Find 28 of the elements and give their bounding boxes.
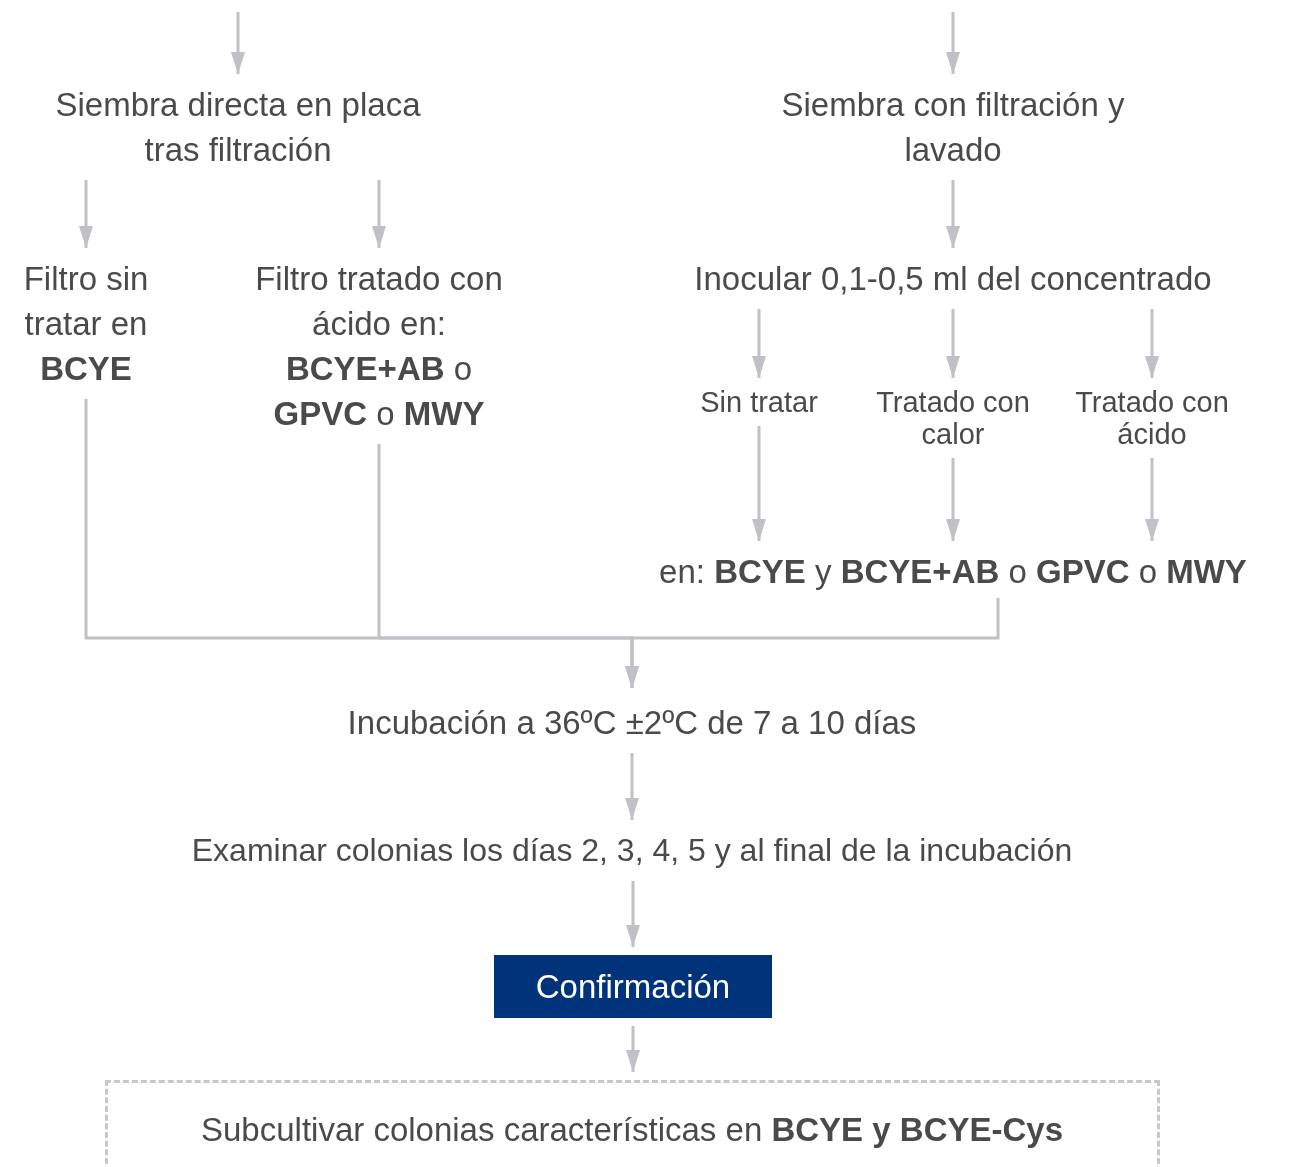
step-label: Incubación a 36ºC ±2ºC de 7 a 10 días (272, 700, 992, 745)
arrow (626, 1026, 640, 1072)
step-label: en: BCYE y BCYE+AB o GPVC o MWY (608, 549, 1298, 594)
step-label: Filtro tratado con ácido en: BCYE+AB o GPVC o MWY (248, 256, 510, 436)
step-label: Examinar colonias los días 2, 3, 4, 5 y al final de la incubación (72, 828, 1192, 873)
arrow (1145, 309, 1159, 378)
arrow (752, 309, 766, 378)
arrow (231, 12, 245, 74)
step-label: Inocular 0,1-0,5 ml del concentrado (623, 256, 1283, 301)
step-label: Siembra directa en placa tras filtración (28, 82, 448, 172)
arrow (625, 753, 639, 820)
arrow (1145, 458, 1159, 541)
step-label: Siembra con filtración y lavado (753, 82, 1153, 172)
arrow (752, 426, 766, 541)
arrow (946, 12, 960, 74)
arrow (946, 180, 960, 248)
step-label: Tratado con calor (868, 386, 1038, 450)
arrow (372, 180, 386, 248)
highlight-box: Confirmación (494, 955, 772, 1018)
dashed-box: Subcultivar colonias características en BCYE y BCYE-Cys (104, 1080, 1160, 1167)
step-label: Filtro sin tratar en BCYE (0, 256, 172, 391)
arrow (626, 881, 640, 947)
step-label: Sin tratar (674, 386, 844, 418)
arrow (946, 458, 960, 541)
step-label: Tratado con ácido (1067, 386, 1237, 450)
arrow (625, 598, 1000, 688)
arrow (79, 180, 93, 248)
arrow (946, 309, 960, 378)
